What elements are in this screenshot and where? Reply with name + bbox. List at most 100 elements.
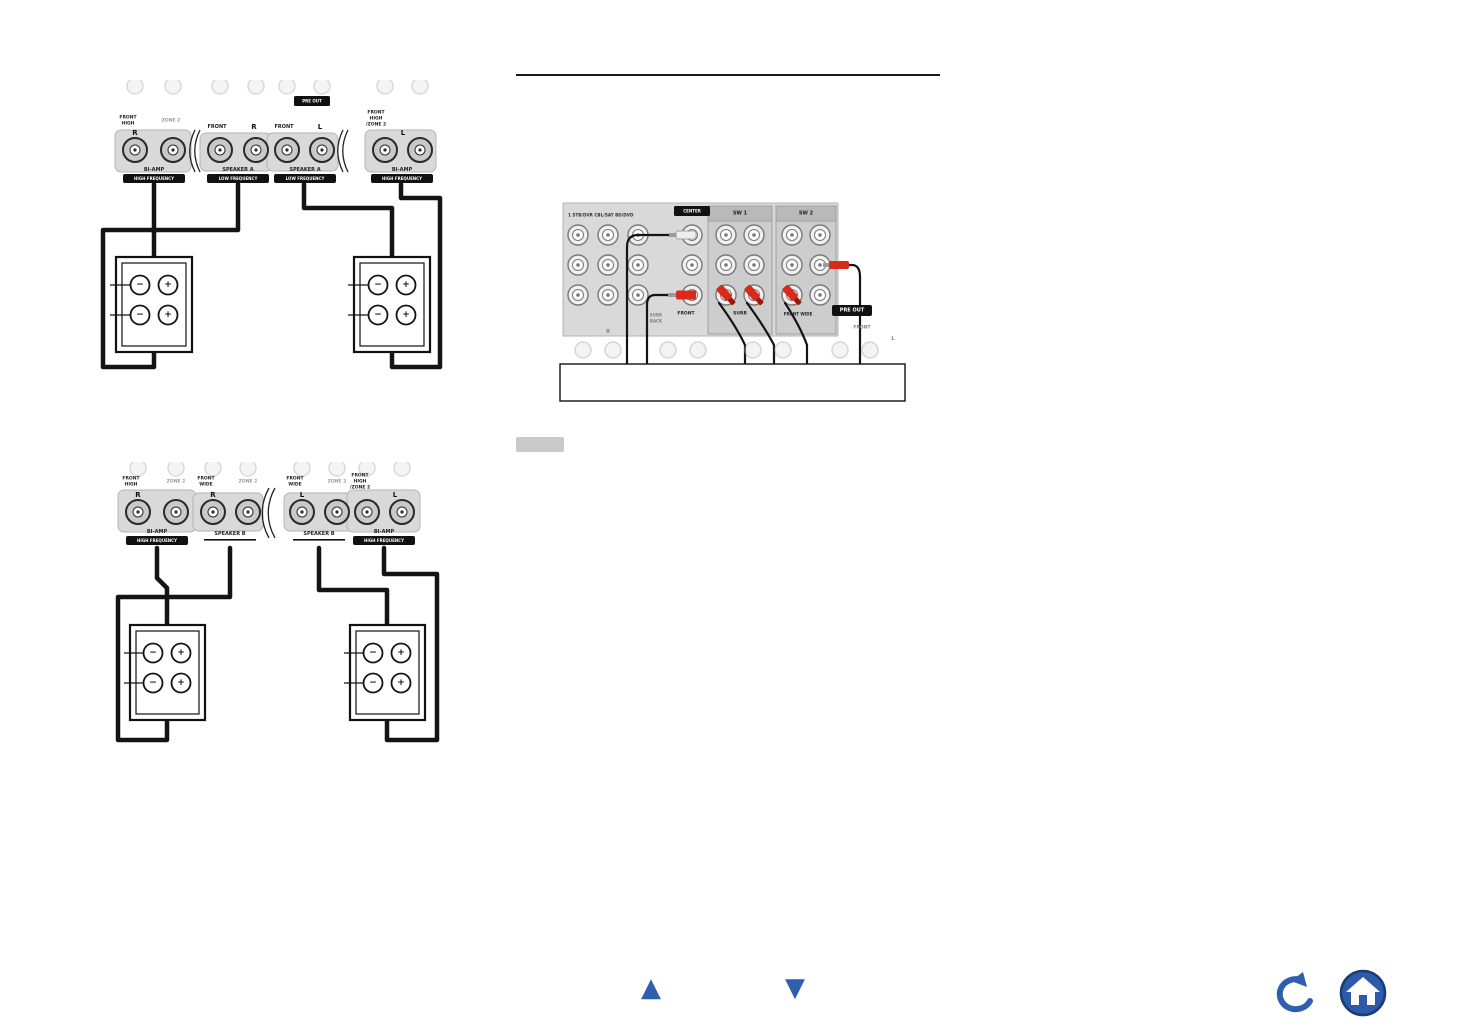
sw2-header <box>775 205 837 222</box>
panel-cutoff-bottom <box>574 341 879 359</box>
page-up-button[interactable]: ▲ <box>641 973 661 1003</box>
svg-text:−: − <box>369 648 377 658</box>
center-label: CENTER <box>683 209 701 214</box>
svg-text:+: + <box>402 280 410 290</box>
terminal-group-front-wide-r: FRONT WIDE ZONE 2 R SPEAKER B <box>197 476 261 541</box>
svg-text:−: − <box>149 678 157 688</box>
break-mark <box>342 129 349 173</box>
page-down-button[interactable]: ▼ <box>785 973 805 1003</box>
terminal-group-front-high-r: FRONT HIGH ZONE 2 R BI-AMP HIGH FREQUENC… <box>122 476 189 545</box>
undo-arrow-icon <box>1276 976 1313 1013</box>
svg-text:ZONE 2: ZONE 2 <box>167 479 186 485</box>
terminal-group-front-high-zone2-l: FRONT HIGH /ZONE 2 L BI-AMP HIGH FREQUEN… <box>350 473 415 545</box>
svg-text:−: − <box>374 280 382 290</box>
svg-text:HIGH: HIGH <box>122 121 135 127</box>
svg-text:FRONT: FRONT <box>207 124 227 130</box>
front-bottom-label: FRONT <box>853 325 871 331</box>
svg-text:−: − <box>369 678 377 688</box>
surr-back-label: SURR <box>650 313 662 318</box>
break-mark <box>337 129 344 173</box>
svg-text:+: + <box>164 310 172 320</box>
pre-out-badge <box>832 305 872 316</box>
svg-text:BI-AMP: BI-AMP <box>144 167 165 173</box>
svg-text:L: L <box>300 491 305 499</box>
home-icon-roof <box>1346 977 1380 992</box>
home-icon-door <box>1359 995 1367 1005</box>
pre-out-mini-badge: PRE OUT <box>294 96 330 106</box>
red-rca-plug-front <box>668 290 696 300</box>
svg-text:R: R <box>135 491 141 499</box>
svg-text:LOW FREQUENCY: LOW FREQUENCY <box>219 176 258 181</box>
break-mark <box>267 487 276 539</box>
svg-text:BI-AMP: BI-AMP <box>374 529 395 535</box>
svg-text:+: + <box>164 280 172 290</box>
svg-text:SPEAKER B: SPEAKER B <box>214 531 245 537</box>
svg-text:WIDE: WIDE <box>288 482 301 488</box>
svg-text:FRONT: FRONT <box>367 110 385 116</box>
svg-text:FRONT: FRONT <box>286 476 304 482</box>
speaker-right-channel: − + − + <box>124 623 207 722</box>
svg-text:FRONT: FRONT <box>122 476 140 482</box>
svg-text:BI-AMP: BI-AMP <box>392 167 413 173</box>
pre-out-mini-label: PRE OUT <box>302 99 322 104</box>
svg-text:−: − <box>136 280 144 290</box>
svg-text:−: − <box>149 648 157 658</box>
sw1-label: SW 1 <box>733 211 748 217</box>
amplifier-callout-box <box>559 363 906 402</box>
red-rca-plug-right <box>823 261 849 269</box>
svg-text:BI-AMP: BI-AMP <box>147 529 168 535</box>
speaker-wires <box>115 545 440 743</box>
svg-text:+: + <box>397 678 405 688</box>
svg-text:R: R <box>210 491 216 499</box>
svg-text:L: L <box>393 491 398 499</box>
svg-text:+: + <box>397 648 405 658</box>
svg-text:+: + <box>402 310 410 320</box>
svg-text:FRONT: FRONT <box>119 115 137 121</box>
svg-text:+: + <box>177 648 185 658</box>
break-mark <box>261 487 270 539</box>
svg-text:FRONT: FRONT <box>197 476 215 482</box>
svg-text:ZONE 2: ZONE 2 <box>328 479 347 485</box>
svg-text:/ZONE 2: /ZONE 2 <box>366 122 386 128</box>
svg-text:SPEAKER B: SPEAKER B <box>303 531 334 537</box>
svg-text:R: R <box>251 123 257 131</box>
surr-label: SURR <box>733 311 747 317</box>
svg-text:+: + <box>177 678 185 688</box>
svg-text:HIGH: HIGH <box>354 479 367 485</box>
break-mark <box>194 129 201 173</box>
break-mark <box>189 129 196 173</box>
speaker-left-channel: − + − + <box>348 255 432 354</box>
front-wide-label: FRONT WIDE <box>784 312 813 317</box>
white-rca-plug <box>669 230 697 240</box>
svg-text:WIDE: WIDE <box>199 482 212 488</box>
inputs-row-label: 1 STB/DVR CBL/SAT BD/DVD <box>568 213 634 218</box>
svg-text:HIGH FREQUENCY: HIGH FREQUENCY <box>137 538 177 543</box>
svg-text:−: − <box>374 310 382 320</box>
r-label: R <box>606 329 610 335</box>
biamp-diagram-speaker-a: PRE OUT FRONT HIGH ZONE 2 R BI-AMP HIGH … <box>100 80 443 370</box>
pre-out-label: PRE OUT <box>840 308 865 314</box>
surr-back-label: BACK <box>650 319 663 324</box>
preout-connection-diagram: SW 1 SW 2 CENTER 1 STB/DVR CBL/SAT BD/DV… <box>559 202 906 402</box>
front-label: FRONT <box>677 311 695 317</box>
speaker-wires <box>100 181 443 370</box>
svg-text:HIGH FREQUENCY: HIGH FREQUENCY <box>364 538 404 543</box>
center-badge <box>674 206 710 216</box>
svg-text:R: R <box>132 129 138 137</box>
sw2-label: SW 2 <box>799 211 814 217</box>
svg-text:SPEAKER A: SPEAKER A <box>222 167 253 173</box>
section-heading-rule <box>516 74 940 76</box>
home-button[interactable] <box>1338 968 1388 1018</box>
speaker-left-channel: − + − + <box>344 623 427 722</box>
svg-text:HIGH: HIGH <box>370 116 383 122</box>
svg-text:/ZONE 2: /ZONE 2 <box>350 485 370 491</box>
terminal-group-front-high-zone2-l: FRONT HIGH /ZONE 2 L BI-AMP HIGH FREQUEN… <box>366 110 433 183</box>
terminal-group-front-r: FRONT R SPEAKER A LOW FREQUENCY <box>207 123 269 183</box>
return-button[interactable] <box>1266 972 1318 1014</box>
svg-text:ZONE 2: ZONE 2 <box>239 479 258 485</box>
terminal-group-front-high-r: FRONT HIGH ZONE 2 R BI-AMP HIGH FREQUENC… <box>119 115 186 183</box>
preout-cables <box>625 233 862 366</box>
biamp-diagram-speaker-b: FRONT HIGH ZONE 2 R BI-AMP HIGH FREQUENC… <box>115 462 440 743</box>
svg-text:L: L <box>318 123 323 131</box>
